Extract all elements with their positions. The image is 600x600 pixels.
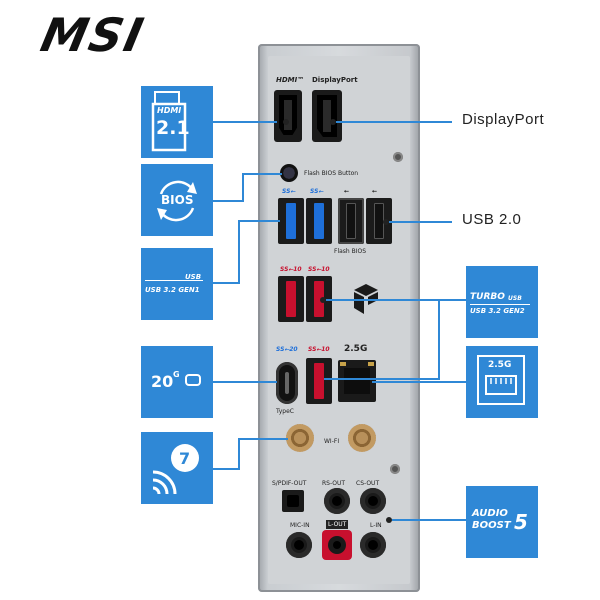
- usb-gen1-line2: USB 3.2 GEN1: [145, 286, 200, 294]
- lan-badge-text: 2.5G: [488, 360, 512, 370]
- usb-10g-port-3: [306, 358, 332, 404]
- usb-badge-rule: [145, 280, 203, 281]
- wifi-gen: 7: [179, 449, 191, 468]
- usb-c-plug-icon: [185, 374, 201, 386]
- flash-bios-button-label: Flash BIOS Button: [304, 170, 359, 177]
- type-c-unit: G: [173, 370, 180, 379]
- connector-line-wifi: [238, 438, 240, 470]
- usb-gen1-badge: USB USB 3.2 GEN1: [141, 248, 213, 320]
- connector-line-wifi: [238, 438, 288, 440]
- wifi-7-badge: 7: [141, 432, 213, 504]
- connector-dot: [283, 119, 289, 125]
- audio-line1: AUDIO: [472, 508, 508, 519]
- screw: [390, 464, 400, 474]
- connector-line-bios: [242, 173, 282, 175]
- connector-line-usb-gen2: [326, 299, 466, 301]
- l-in-label: L-IN: [370, 522, 382, 529]
- msi-cube-logo: [354, 284, 378, 314]
- bios-badge-text: BIOS: [161, 193, 194, 207]
- typec-label: TypeC: [276, 408, 294, 415]
- wifi-label: WI-FI: [324, 438, 340, 445]
- connector-line-usb20: [389, 221, 452, 223]
- bios-refresh-icon: [157, 180, 197, 222]
- hdmi-badge-top: HDMI: [157, 106, 182, 115]
- l-out-jack-red: [322, 530, 352, 560]
- connector-line-wifi: [213, 468, 239, 470]
- usb-10g-port-1: [278, 276, 304, 322]
- spdif-optical-port: [282, 490, 304, 512]
- displayport-label: DisplayPort: [312, 76, 358, 84]
- usb-5g-port-2: [306, 198, 332, 244]
- connector-line-type-c: [213, 381, 277, 383]
- audio-num: 5: [514, 510, 528, 534]
- connector-line-bios: [242, 173, 244, 202]
- flash-bios-label: Flash BIOS: [334, 248, 367, 255]
- audio-line2: BOOST: [472, 520, 511, 531]
- flash-bios-button: [280, 164, 298, 182]
- rs-out-jack: [324, 488, 350, 514]
- l-in-jack: [360, 532, 386, 558]
- turbo-rule: [470, 304, 530, 305]
- usb-type-c-port: [276, 362, 298, 404]
- connector-line-audio: [392, 519, 466, 521]
- ethernet-icon: [477, 355, 525, 405]
- msi-logo: MSI: [36, 8, 150, 62]
- hdmi-port: [274, 90, 302, 142]
- connector-line-displayport: [336, 121, 452, 123]
- turbo-line2: USB 3.2 GEN2: [470, 307, 525, 315]
- connector-dot: [330, 119, 336, 125]
- audio-boost-5-badge: AUDIO BOOST 5: [466, 486, 538, 558]
- usb20-callout: USB 2.0: [462, 211, 522, 228]
- hdmi-label: HDMI™: [276, 76, 305, 84]
- screw: [393, 152, 403, 162]
- wifi-antenna-connector-1: [286, 424, 314, 452]
- hdmi-plug-icon: [151, 91, 187, 152]
- connector-line-usb-gen1: [238, 220, 280, 222]
- connector-line-hdmi: [213, 121, 277, 123]
- displayport-port: [312, 90, 342, 142]
- type-c-20g-badge: 20 G: [141, 346, 213, 418]
- lan-speed-label: 2.5G: [344, 344, 368, 354]
- turbo-line1: TURBO: [470, 292, 505, 302]
- hdmi-badge-version: 2.1: [156, 117, 190, 139]
- usb-ss20-label: SS⭠20: [276, 346, 298, 353]
- usb-ss10-label-3: SS⭠10: [308, 346, 330, 353]
- connector-line-bios: [213, 200, 243, 202]
- connector-line-usb-gen1: [213, 282, 239, 284]
- usb-5g-port-1: [278, 198, 304, 244]
- displayport-callout: DisplayPort: [462, 111, 545, 128]
- type-c-speed: 20: [151, 372, 174, 391]
- connector-dot: [386, 517, 392, 523]
- usb-ss-label-1: SS⭠: [282, 188, 296, 195]
- bios-badge: BIOS: [141, 164, 213, 236]
- usb-gen1-line1: USB: [185, 273, 202, 281]
- connector-line-usb-gen2: [324, 378, 440, 380]
- wifi-7-icon: [152, 444, 199, 495]
- usb-ss-label-2: SS⭠: [310, 188, 324, 195]
- connector-line-usb-gen2: [438, 299, 440, 379]
- lan-port: [338, 360, 376, 402]
- mic-in-jack: [286, 532, 312, 558]
- turbo-usb: USB: [508, 295, 522, 302]
- rs-out-label: RS-OUT: [322, 480, 346, 487]
- lan-2-5g-badge: 2.5G: [466, 346, 538, 418]
- usb-ss10-label-1: SS⭠10: [280, 266, 302, 273]
- connector-line-lan: [372, 381, 466, 383]
- l-out-label: L-OUT: [326, 520, 349, 529]
- spdif-out-label: S/PDIF-OUT: [272, 480, 307, 487]
- turbo-usb-gen2-badge: TURBO USB USB 3.2 GEN2: [466, 266, 538, 338]
- usb-ss10-label-2: SS⭠10: [308, 266, 330, 273]
- connector-dot: [383, 219, 389, 225]
- connector-line-usb-gen1: [238, 220, 240, 284]
- cs-out-label: CS-OUT: [356, 480, 380, 487]
- wifi-antenna-connector-2: [348, 424, 376, 452]
- connector-dot: [320, 297, 326, 303]
- mic-in-label: MIC-IN: [290, 522, 310, 529]
- cs-out-jack: [360, 488, 386, 514]
- hdmi-2-1-badge: HDMI 2.1: [141, 86, 213, 158]
- usb2-label-2: ⭠: [372, 188, 377, 195]
- usb2-label-1: ⭠: [344, 188, 349, 195]
- usb2-flash-bios-port: [338, 198, 364, 244]
